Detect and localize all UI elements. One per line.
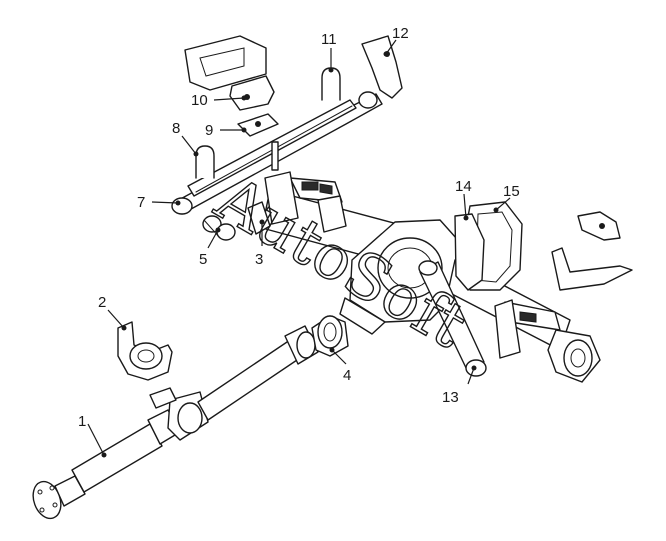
callout-9: 9 — [205, 122, 247, 139]
callout-3: 3 — [255, 219, 265, 268]
callout-14-label: 14 — [455, 178, 472, 195]
callout-4: 4 — [329, 347, 351, 384]
spring-bushing — [202, 215, 236, 241]
callout-13-label: 13 — [442, 389, 459, 406]
callout-8: 8 — [172, 120, 199, 157]
callout-3-label: 3 — [255, 251, 263, 268]
right-small-bracket — [577, 211, 621, 241]
rear-joint — [311, 315, 349, 357]
u-bolt-rear — [321, 67, 341, 101]
callout-15-label: 15 — [503, 183, 520, 200]
callout-11-label: 11 — [321, 31, 337, 48]
spring-shackle — [361, 35, 403, 99]
callout-5-label: 5 — [199, 251, 207, 268]
u-bolt-front — [195, 145, 215, 179]
callout-9-label: 9 — [205, 122, 213, 139]
callout-2: 2 — [98, 294, 127, 331]
callout-10-label: 10 — [191, 92, 208, 109]
callout-7-label: 7 — [137, 194, 145, 211]
callout-4-label: 4 — [343, 367, 351, 384]
spring-pad — [237, 113, 279, 137]
center-bearing-bracket — [117, 321, 173, 381]
callout-12: 12 — [383, 25, 409, 57]
callout-13: 13 — [442, 365, 477, 406]
callout-1-label: 1 — [78, 413, 86, 430]
callout-2-label: 2 — [98, 294, 106, 311]
mounting-bracket — [184, 35, 267, 91]
callout-1: 1 — [78, 413, 107, 458]
bump-stop — [247, 201, 271, 235]
callout-15: 15 — [493, 183, 520, 213]
callout-5: 5 — [199, 227, 221, 268]
right-long-bracket — [551, 247, 633, 291]
callout-12-label: 12 — [392, 25, 409, 42]
clamp-plate — [229, 75, 275, 111]
stud-bolt — [271, 141, 279, 171]
callout-10: 10 — [191, 92, 247, 109]
gasket — [454, 213, 485, 291]
callout-8-label: 8 — [172, 120, 180, 137]
callout-7: 7 — [137, 194, 181, 211]
drive-shaft — [32, 325, 319, 520]
callout-11: 11 — [321, 31, 337, 73]
callout-14: 14 — [455, 178, 472, 221]
